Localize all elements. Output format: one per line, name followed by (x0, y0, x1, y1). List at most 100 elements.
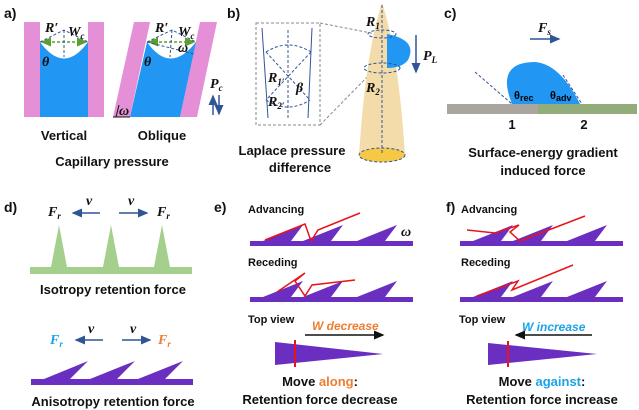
move-caption: Move along: (282, 374, 358, 389)
theta-adv-label: θadv (550, 90, 571, 103)
pl-label: PL (423, 49, 438, 65)
sawtooth-teeth (263, 225, 397, 241)
w-increase-label: W increase (522, 320, 586, 334)
receding-contact-line (276, 272, 356, 298)
fs-label: Fs (537, 21, 551, 37)
advancing-contact-line (466, 215, 586, 242)
region-2-surface (538, 104, 637, 114)
move-caption: Move against: (499, 374, 586, 389)
r2-label: R2 (365, 81, 380, 97)
panel-label: e) (214, 199, 226, 215)
sawtooth-base (460, 297, 623, 302)
pc-label: Pc (210, 77, 223, 93)
v-label: v (86, 194, 93, 209)
sawtooth-base (250, 297, 413, 302)
purple-substrate (31, 379, 193, 385)
region-2-label: 2 (580, 117, 587, 132)
droplet (387, 34, 411, 68)
panel-caption: difference (269, 160, 331, 175)
theta-rec-label: θrec (514, 90, 533, 103)
region-1-label: 1 (508, 117, 515, 132)
oblique-caption: Oblique (138, 128, 186, 143)
wc-label: Wc (68, 25, 84, 41)
panel-caption: Capillary pressure (55, 154, 168, 169)
beta-label: β (295, 81, 304, 96)
sawtooth-base (250, 241, 413, 246)
fr-blue-label: Fr (49, 333, 63, 349)
ring-r2 (363, 62, 401, 74)
asymmetric-teeth (44, 361, 183, 379)
top-view-label: Top view (459, 314, 506, 326)
tangent-lines (474, 71, 583, 105)
right-wall (88, 22, 104, 117)
ring-r1 (367, 29, 397, 39)
r2-prime-label: R2′ (267, 95, 285, 111)
v-label: v (128, 194, 135, 209)
zoom-box (255, 22, 321, 126)
droplet (506, 62, 580, 104)
angle-marker (113, 104, 130, 118)
left-wall (24, 22, 40, 117)
wedge-top-view (488, 343, 597, 365)
panel-caption: induced force (500, 163, 585, 178)
advancing-label: Advancing (248, 204, 304, 216)
fr-right-label: Fr (156, 205, 170, 221)
panel-label: a) (4, 5, 16, 21)
water-column (40, 42, 88, 117)
receding-label: Receding (248, 257, 298, 269)
w-decrease-label: W decrease (312, 319, 379, 333)
omega-label: ω (119, 104, 129, 119)
sawtooth-teeth (263, 281, 397, 297)
sawtooth-base (460, 241, 623, 246)
radius-lines (39, 29, 89, 57)
receding-contact-line (476, 264, 574, 297)
cone (359, 3, 405, 155)
oblique-radius-lines (146, 29, 197, 58)
theta-label: θ (144, 55, 152, 70)
panel-b: b) R1′ R2′ β R1 R2 PL Laplace pressure d… (227, 3, 438, 175)
oblique-water (130, 42, 196, 117)
r-prime-label: R′ (154, 21, 168, 36)
panel-d: d) Fr Fr v v Isotropy retention force Fr… (4, 194, 195, 409)
panel-label: c) (444, 5, 456, 21)
v-label: v (130, 322, 137, 337)
aniso-caption: Anisotropy retention force (31, 394, 194, 409)
green-substrate (30, 267, 192, 274)
panel-caption: Laplace pressure (239, 143, 346, 158)
panel-f: f) Advancing Receding Top view W increas… (446, 199, 623, 407)
top-view-label: Top view (248, 314, 295, 326)
region-1-surface (447, 104, 538, 114)
panel-e: e) Advancing ω Receding Top view W decre… (214, 199, 413, 407)
panel-caption: Surface-energy gradient (468, 145, 618, 160)
advancing-contact-line (264, 212, 361, 243)
cone-walls (261, 27, 313, 119)
fr-left-label: Fr (47, 205, 61, 221)
receding-label: Receding (461, 257, 511, 269)
iso-caption: Isotropy retention force (40, 282, 186, 297)
panel-label: b) (227, 5, 240, 21)
r1-prime-label: R1′ (267, 71, 285, 87)
theta-label: θ (42, 55, 50, 70)
wc-label: Wc (178, 25, 194, 41)
panel-a: a) R′ Wc θ Vertical R′ Wc ω θ ω Oblique … (4, 5, 224, 169)
result-caption: Retention force increase (466, 392, 618, 407)
omega-label: ω (401, 225, 411, 240)
panel-c: c) Fs θrec θadv 1 2 Surface-energy gradi… (444, 5, 637, 178)
vertical-caption: Vertical (41, 128, 87, 143)
oblique-right-wall (180, 22, 217, 117)
panel-label: d) (4, 199, 17, 215)
panel-label: f) (446, 199, 455, 215)
curvature-lines (265, 30, 312, 120)
symmetric-spikes (51, 225, 170, 267)
r1-label: R1 (365, 15, 380, 31)
omega-label: ω (178, 41, 188, 56)
result-caption: Retention force decrease (242, 392, 397, 407)
advancing-label: Advancing (461, 204, 517, 216)
wedge-top-view (275, 342, 383, 365)
sawtooth-teeth (473, 281, 607, 297)
fr-orange-label: Fr (157, 333, 171, 349)
oblique-left-wall (113, 22, 150, 117)
r-prime-label: R′ (44, 21, 58, 36)
v-label: v (88, 322, 95, 337)
